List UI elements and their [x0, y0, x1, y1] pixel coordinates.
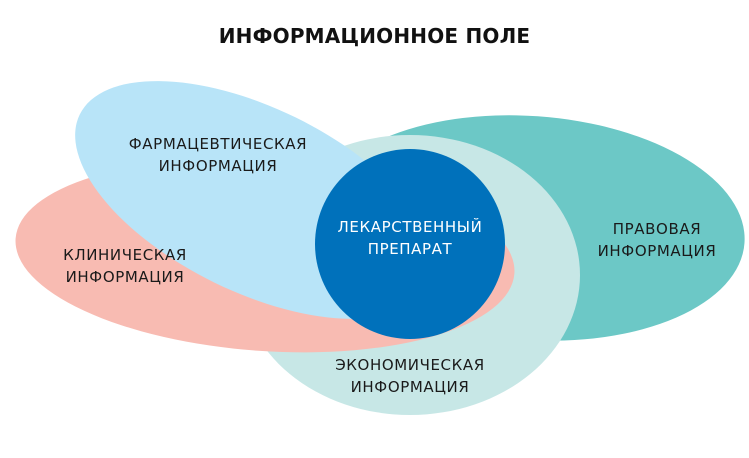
- economic-info-label: ЭКОНОМИЧЕСКАЯ ИНФОРМАЦИЯ: [320, 354, 500, 398]
- pharmaceutical-label-line2: ИНФОРМАЦИЯ: [158, 157, 278, 175]
- economic-label-line1: ЭКОНОМИЧЕСКАЯ: [335, 356, 485, 374]
- legal-label-line2: ИНФОРМАЦИЯ: [597, 242, 717, 260]
- clinical-label-line2: ИНФОРМАЦИЯ: [65, 268, 185, 286]
- legal-label-line1: ПРАВОВАЯ: [612, 220, 702, 238]
- pharmaceutical-info-label: ФАРМАЦЕВТИЧЕСКАЯ ИНФОРМАЦИЯ: [118, 133, 318, 177]
- drug-label-line2: ПРЕПАРАТ: [367, 240, 453, 258]
- economic-label-line2: ИНФОРМАЦИЯ: [350, 378, 470, 396]
- clinical-info-label: КЛИНИЧЕСКАЯ ИНФОРМАЦИЯ: [50, 244, 200, 288]
- pharmaceutical-label-line1: ФАРМАЦЕВТИЧЕСКАЯ: [128, 135, 308, 153]
- drug-label: ЛЕКАРСТВЕННЫЙ ПРЕПАРАТ: [320, 216, 500, 260]
- drug-label-line1: ЛЕКАРСТВЕННЫЙ: [337, 218, 483, 236]
- drug-circle: [315, 149, 505, 339]
- diagram-title: ИНФОРМАЦИОННОЕ ПОЛЕ: [218, 24, 531, 48]
- legal-info-label: ПРАВОВАЯ ИНФОРМАЦИЯ: [592, 218, 722, 262]
- clinical-label-line1: КЛИНИЧЕСКАЯ: [63, 246, 187, 264]
